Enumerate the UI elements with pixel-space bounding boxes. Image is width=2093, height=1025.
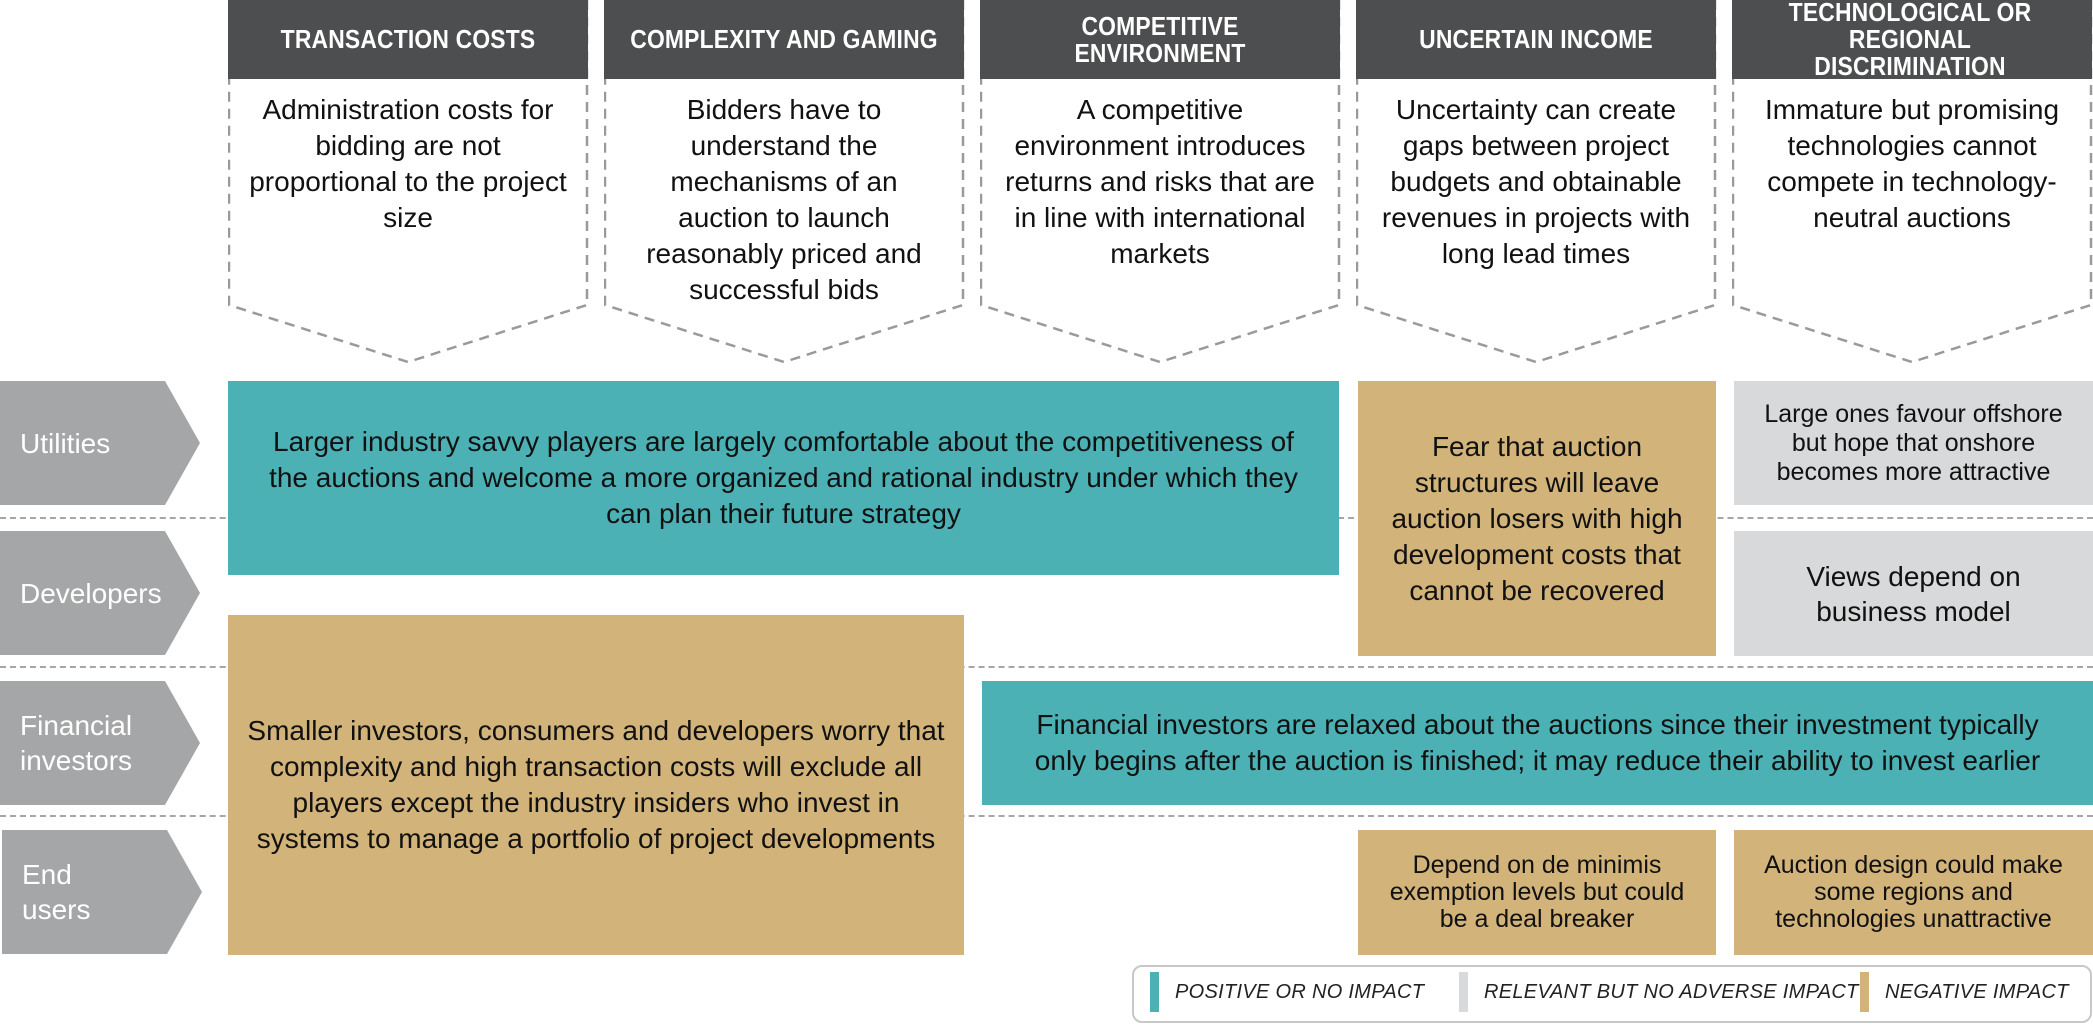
cell-text: Larger industry savvy players are largel… <box>269 426 1298 529</box>
column-title: TECHNOLOGICAL OR REGIONAL DISCRIMINATION <box>1788 0 2032 81</box>
cell-financial-investors-relaxed: Financial investors are relaxed about th… <box>982 681 2093 805</box>
cell-text: Large ones favour offshore but hope that… <box>1764 399 2063 486</box>
column-transaction-costs: TRANSACTION COSTS Administration costs f… <box>228 0 589 364</box>
legend: POSITIVE OR NO IMPACT RELEVANT BUT NO AD… <box>1132 965 2092 1023</box>
column-shape <box>980 0 1341 364</box>
column-description: Immature but promising technologies cann… <box>1764 94 2060 233</box>
row-label: Developers <box>20 577 162 609</box>
cell-text: Smaller investors, consumers and develop… <box>247 715 945 854</box>
column-description: Administration costs for bidding are not… <box>249 94 567 233</box>
column-description: Bidders have to understand the mechanism… <box>646 94 922 305</box>
cell-text: Auction design could make some regions a… <box>1764 851 2063 933</box>
legend-swatch-negative <box>1860 972 1869 1012</box>
column-competitive-environment: COMPETITIVE ENVIRONMENT A competitive en… <box>980 0 1341 364</box>
cell-smaller-investors-worry: Smaller investors, consumers and develop… <box>228 615 964 955</box>
legend-item-relevant: RELEVANT BUT NO ADVERSE IMPACT <box>1459 972 1859 1012</box>
row-end-users: End users <box>2 830 203 954</box>
row-label: Financial investors <box>20 710 133 776</box>
legend-label: NEGATIVE IMPACT <box>1885 980 2069 1003</box>
column-shape <box>1356 0 1717 364</box>
cell-text: Fear that auction structures will leave … <box>1391 430 1683 606</box>
row-arrow-shape <box>0 681 200 805</box>
column-description: Uncertainty can create gaps between proj… <box>1381 94 1691 269</box>
column-title: COMPETITIVE ENVIRONMENT <box>1074 10 1246 68</box>
row-developers: Developers <box>0 531 201 655</box>
legend-label: RELEVANT BUT NO ADVERSE IMPACT <box>1484 980 1859 1003</box>
column-title: COMPLEXITY AND GAMING <box>630 24 938 54</box>
legend-item-positive: POSITIVE OR NO IMPACT <box>1150 972 1425 1012</box>
row-label: Utilities <box>20 427 111 459</box>
column-shape <box>604 0 965 364</box>
cell-utilities-discrimination: Large ones favour offshore but hope that… <box>1734 381 2093 505</box>
column-uncertain-income: UNCERTAIN INCOME Uncertainty can create … <box>1356 0 1717 364</box>
row-financial-investors: Financial investors <box>0 681 201 805</box>
column-title: UNCERTAIN INCOME <box>1419 24 1653 54</box>
row-label: End users <box>22 859 91 925</box>
legend-swatch-relevant <box>1459 972 1468 1012</box>
cell-text: Views depend on business model <box>1806 560 2021 627</box>
column-shape <box>228 0 589 364</box>
legend-label: POSITIVE OR NO IMPACT <box>1175 980 1425 1003</box>
cell-end-users-discrimination: Auction design could make some regions a… <box>1734 830 2093 955</box>
column-title: TRANSACTION COSTS <box>280 24 536 54</box>
cell-developers-discrimination: Views depend on business model <box>1734 531 2093 656</box>
cell-uncertain-income-fear: Fear that auction structures will leave … <box>1358 381 1716 656</box>
column-description: A competitive environment introduces ret… <box>1005 94 1315 269</box>
column-complexity-and-gaming: COMPLEXITY AND GAMING Bidders have to un… <box>604 0 965 364</box>
legend-item-negative: NEGATIVE IMPACT <box>1860 972 2069 1012</box>
cell-utilities-developers-positive: Larger industry savvy players are largel… <box>228 381 1339 575</box>
cell-text: Financial investors are relaxed about th… <box>1034 709 2041 776</box>
cell-end-users-uncertain: Depend on de minimis exemption levels bu… <box>1358 830 1716 955</box>
column-technological-discrimination: TECHNOLOGICAL OR REGIONAL DISCRIMINATION… <box>1732 0 2093 364</box>
row-divider <box>0 815 2093 817</box>
cell-text: Depend on de minimis exemption levels bu… <box>1389 851 1685 933</box>
column-shape <box>1732 0 2093 364</box>
row-arrow-shape <box>0 381 200 505</box>
row-utilities: Utilities <box>0 381 201 505</box>
row-arrow-shape <box>2 830 202 954</box>
row-arrow-shape <box>0 531 200 655</box>
row-divider <box>0 666 2093 668</box>
legend-swatch-positive <box>1150 972 1159 1012</box>
